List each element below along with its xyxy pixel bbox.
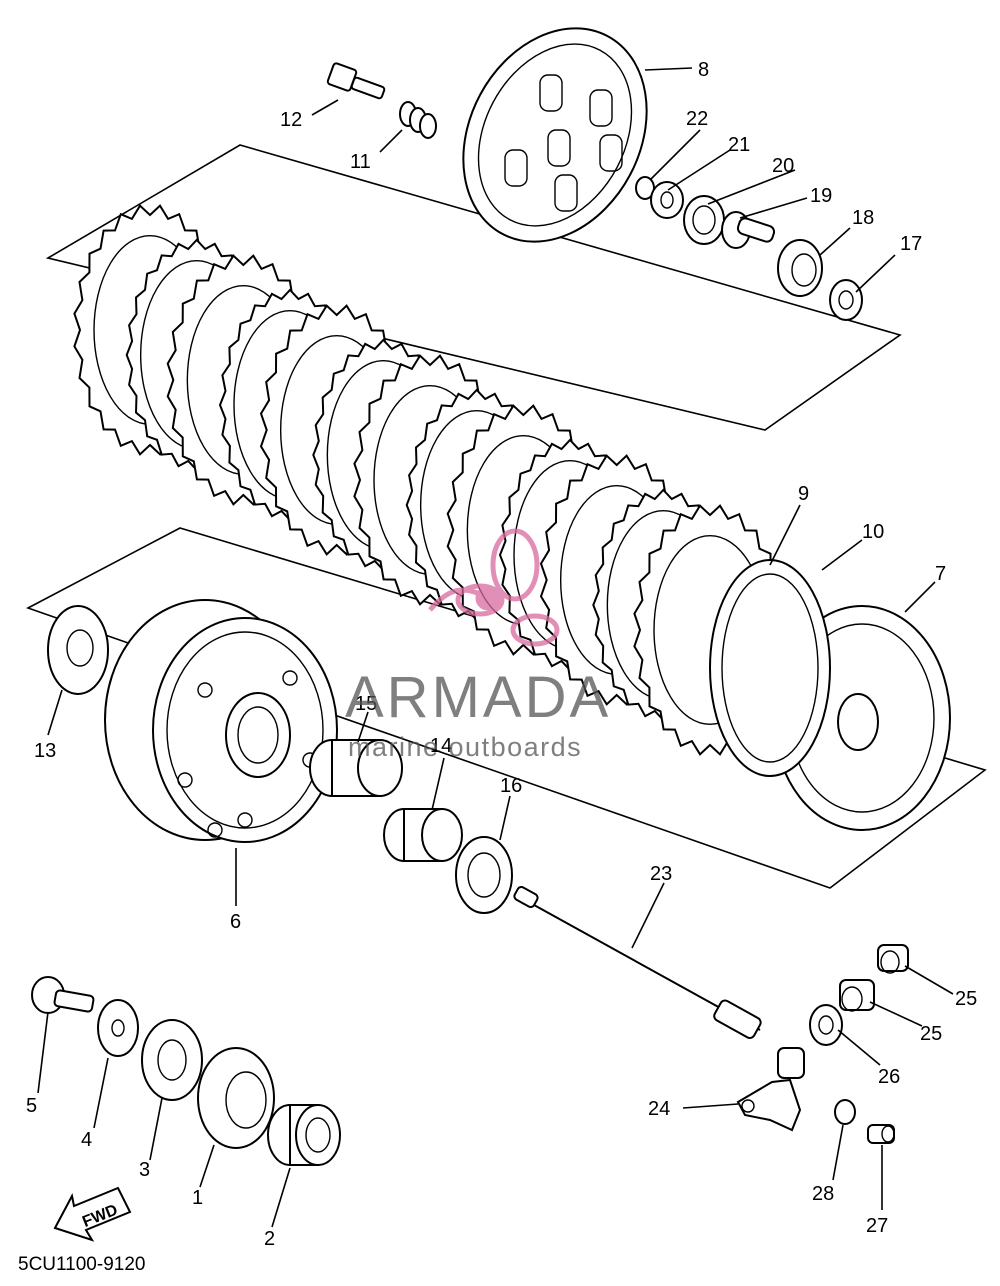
callout-19: 19	[810, 185, 832, 207]
callout-26: 26	[878, 1066, 900, 1088]
callout-24: 24	[648, 1098, 670, 1120]
callout-3: 3	[139, 1159, 150, 1181]
callout-12: 12	[280, 109, 302, 131]
callout-5: 5	[26, 1095, 37, 1117]
cushion-ring-9	[709, 559, 831, 777]
callout-15: 15	[355, 693, 377, 715]
push-rod-19	[721, 211, 776, 249]
callout-4: 4	[81, 1129, 92, 1151]
plates-assembly-outline	[45, 144, 902, 431]
callout-25-upper: 25	[955, 988, 977, 1010]
callout-labels: 1 2 3 4 5 6 7 8 9 10 11 12 13 14 15 16 1…	[26, 59, 977, 1250]
thrust-plate-13	[47, 605, 109, 695]
bush-25-lower	[839, 979, 875, 1012]
leader-lines	[37, 67, 954, 1228]
washer-4	[97, 999, 139, 1057]
washer-28	[834, 1099, 856, 1125]
callout-22: 22	[686, 108, 708, 130]
callout-1: 1	[192, 1187, 203, 1209]
callout-11: 11	[350, 151, 371, 173]
callout-25-lower: 25	[920, 1023, 942, 1045]
callout-20: 20	[772, 155, 794, 177]
watermark-tagline: marine outboards	[348, 732, 582, 762]
needle-bearing-15	[309, 739, 403, 797]
watermark-brand: ARMADA	[345, 665, 611, 730]
push-rod-23	[513, 885, 762, 1039]
bolt-12	[326, 62, 386, 100]
washer-16	[455, 836, 513, 914]
pressure-plate	[462, 27, 648, 243]
callout-27: 27	[866, 1215, 888, 1237]
spring-11	[399, 101, 437, 139]
watermark: ARMADA marine outboards	[345, 528, 611, 762]
callout-18: 18	[852, 207, 874, 229]
callout-28: 28	[812, 1183, 834, 1205]
callout-14: 14	[430, 735, 452, 757]
forward-arrow-icon: FWD	[53, 1186, 132, 1242]
gear-3	[141, 1019, 203, 1101]
callout-10: 10	[862, 521, 884, 543]
callout-13: 13	[34, 740, 56, 762]
bush-2	[267, 1104, 341, 1166]
spacer-14	[383, 808, 463, 862]
housing-assembly-outline	[25, 527, 987, 889]
callout-7: 7	[935, 563, 946, 585]
callout-23: 23	[650, 863, 672, 885]
callout-16: 16	[500, 775, 522, 797]
oil-seal-26	[809, 1004, 843, 1046]
drawing-number: 5CU1100-9120	[18, 1254, 145, 1275]
gear-1	[197, 1047, 275, 1149]
nut-18	[777, 239, 823, 297]
washer-21	[650, 181, 684, 219]
callout-8: 8	[698, 59, 709, 81]
clutch-housing	[104, 599, 338, 843]
callout-2: 2	[264, 1228, 275, 1250]
bearing-20	[683, 195, 725, 245]
watermark-logo-icon	[428, 528, 560, 647]
callout-17: 17	[900, 233, 922, 255]
bolt-5	[31, 976, 95, 1014]
push-lever-24	[736, 1047, 805, 1132]
callout-6: 6	[230, 911, 241, 933]
bush-25-upper	[877, 944, 909, 974]
callout-21: 21	[728, 134, 750, 156]
callout-9: 9	[798, 483, 809, 505]
lock-washer-17	[829, 279, 863, 321]
screw-27	[867, 1124, 895, 1144]
